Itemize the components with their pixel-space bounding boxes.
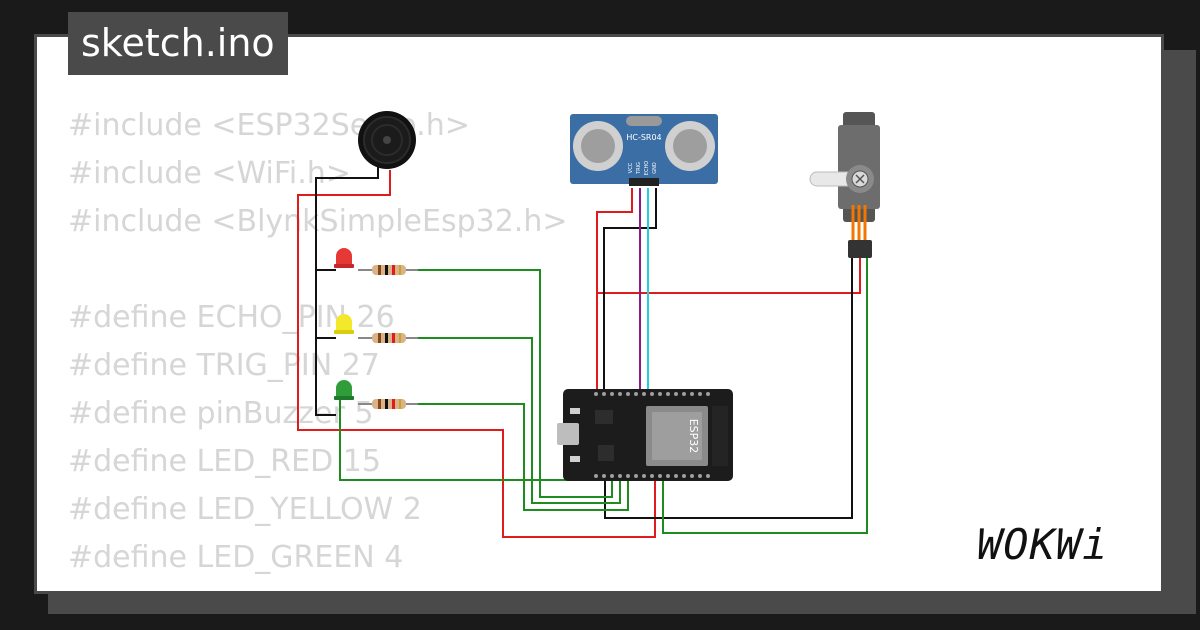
sensor-pin-label: GND xyxy=(652,162,658,174)
wire-servo-signal xyxy=(662,258,868,534)
wire-buzzer-power xyxy=(297,170,656,538)
wire-led-green-signal xyxy=(410,403,629,511)
wire-servo-vcc xyxy=(597,258,861,294)
code-line: #define LED_RED 15 xyxy=(68,444,381,479)
led-red[interactable] xyxy=(334,248,354,268)
ultrasonic-sensor[interactable]: HC-SR04 VCC TRIG ECHO GND xyxy=(570,114,718,186)
buzzer[interactable] xyxy=(358,111,416,169)
code-line: #define LED_YELLOW 2 xyxy=(68,492,422,527)
servo-motor[interactable] xyxy=(809,112,880,258)
sensor-pin-label: VCC xyxy=(628,162,634,173)
sensor-pin-label: ECHO xyxy=(644,161,650,175)
wire-sensor-ground xyxy=(603,188,657,394)
esp32-board[interactable]: ESP32 xyxy=(557,389,733,481)
code-line: #define ECHO_PIN 26 xyxy=(68,300,395,335)
code-line: #define LED_GREEN 4 xyxy=(68,540,404,575)
led-yellow[interactable] xyxy=(334,314,354,334)
wokwi-logo: WOKWi xyxy=(977,520,1109,569)
wire-sensor-vcc xyxy=(596,188,633,394)
wire-led-ground xyxy=(315,160,379,416)
led-green[interactable] xyxy=(334,380,354,400)
mcu-label: ESP32 xyxy=(687,419,700,454)
sketch-title: sketch.ino xyxy=(68,12,288,75)
code-line: #define TRIG_PIN 27 xyxy=(68,348,380,383)
resistor-red[interactable] xyxy=(358,265,418,275)
wires xyxy=(297,160,868,538)
sensor-label: HC-SR04 xyxy=(626,133,661,142)
resistor-green[interactable] xyxy=(358,399,418,409)
code-line: #include <WiFi.h> xyxy=(68,156,351,191)
wire-led-yellow-signal xyxy=(410,337,621,504)
code-line: #include <BlynkSimpleEsp32.h> xyxy=(68,204,568,239)
resistor-yellow[interactable] xyxy=(358,333,418,343)
code-line: #define pinBuzzer 5 xyxy=(68,396,374,431)
code-line: #include <ESP32Servo.h> xyxy=(68,108,470,143)
code-preview: #include <ESP32Servo.h> #include <WiFi.h>… xyxy=(68,102,567,582)
wire-led-red-signal xyxy=(410,269,613,498)
usb-port xyxy=(557,423,579,445)
sensor-pin-label: TRIG xyxy=(636,162,642,175)
